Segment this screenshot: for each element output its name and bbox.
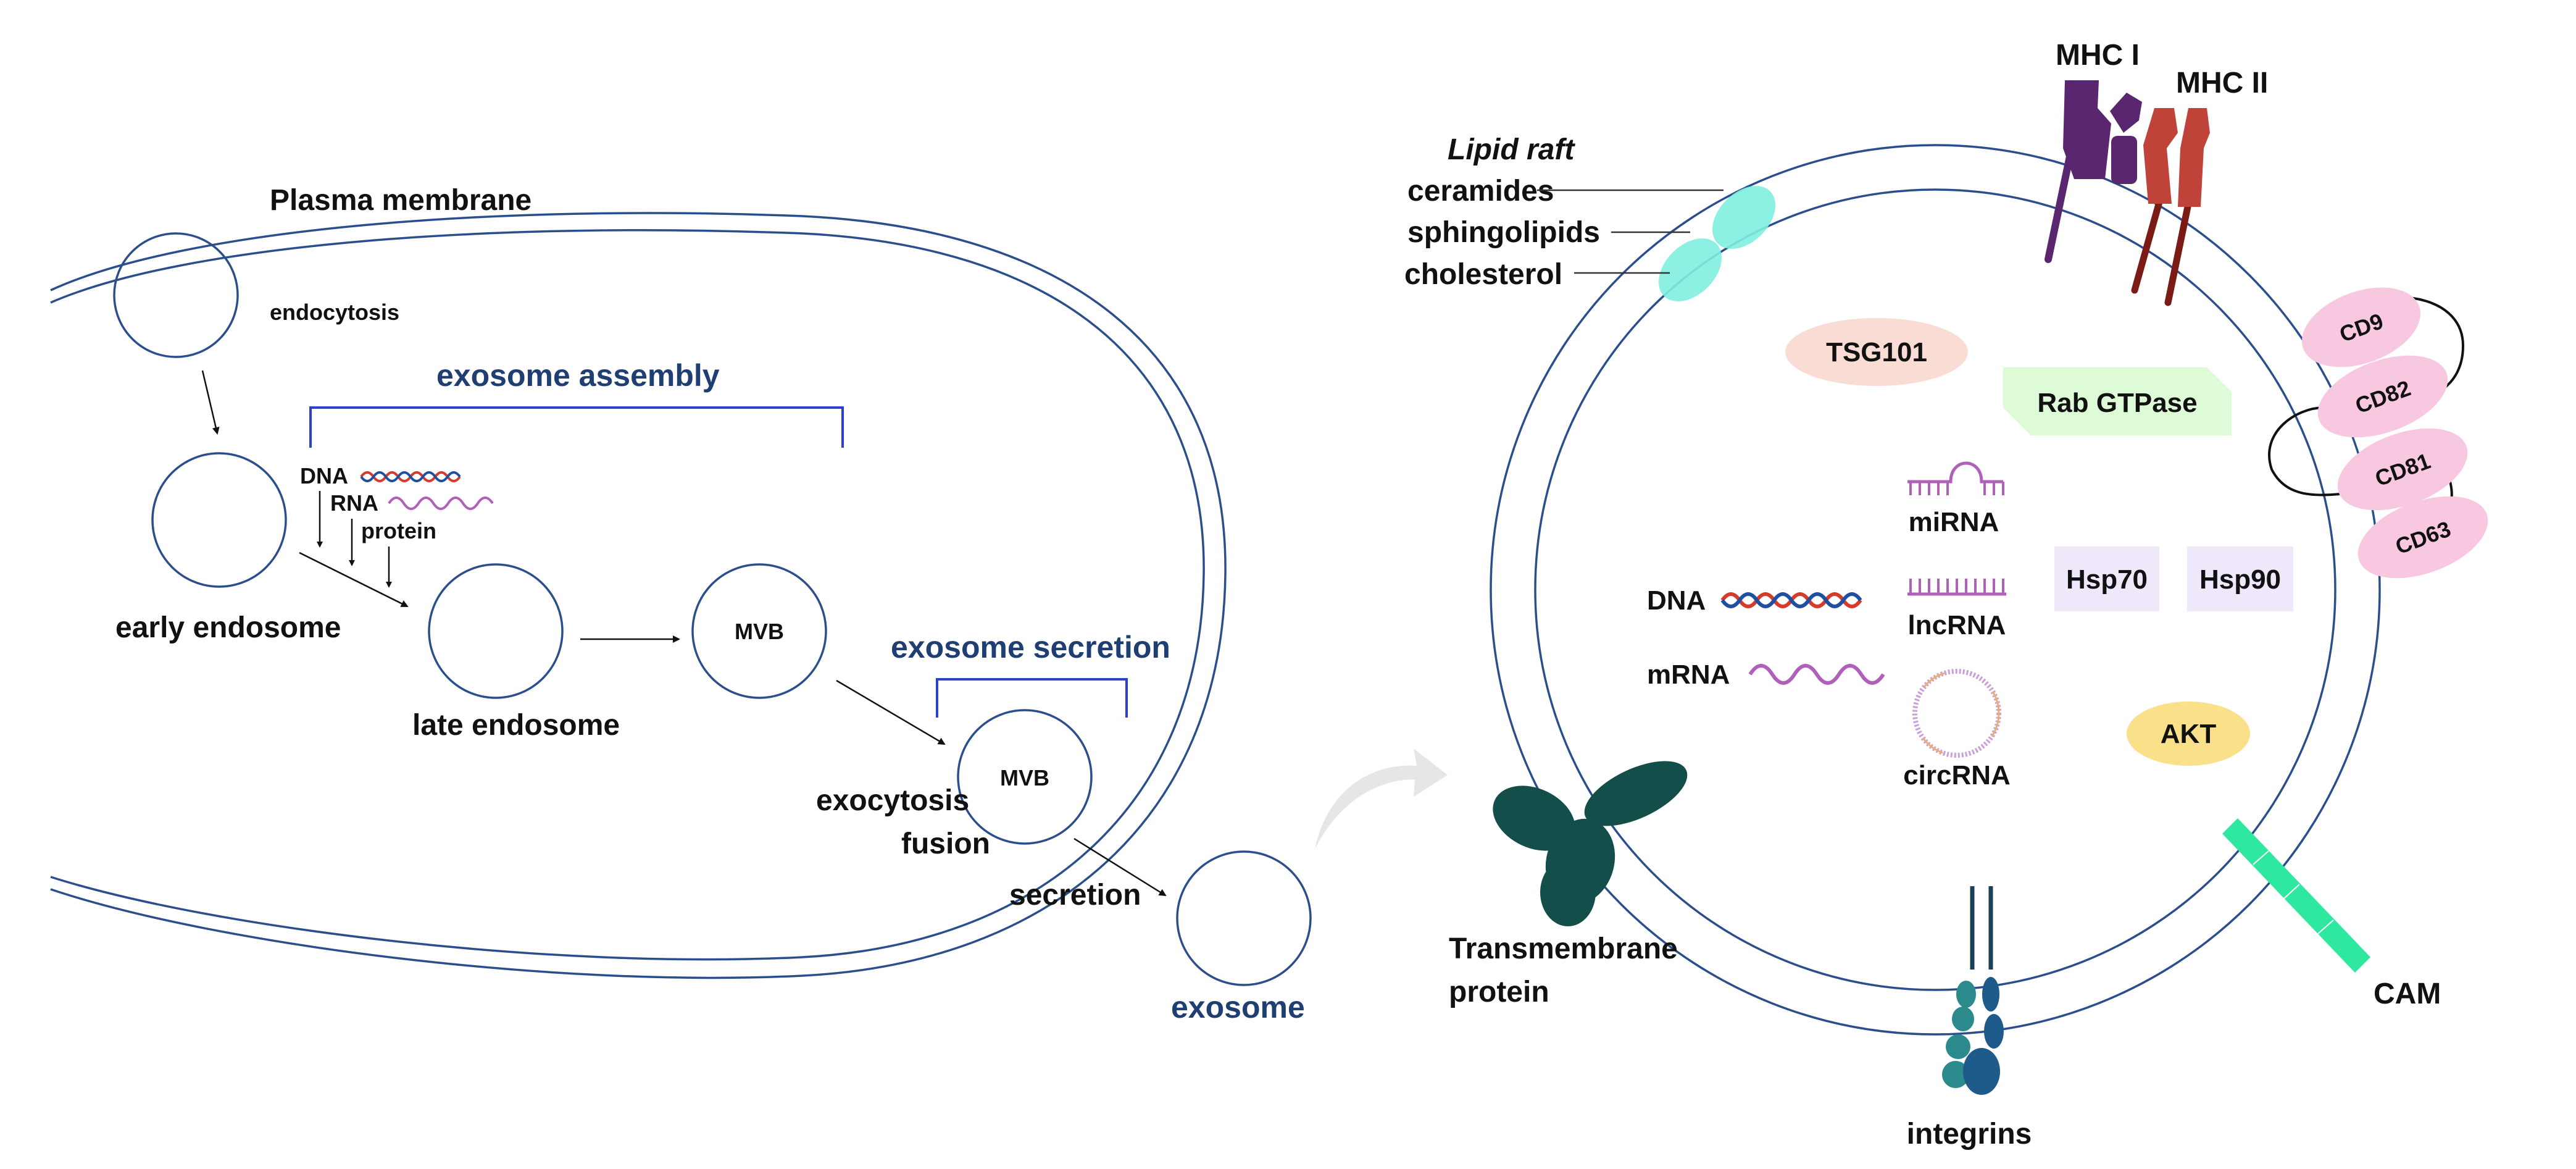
cell-plasma-membrane (50, 212, 1227, 979)
mvb-1 (691, 563, 827, 699)
circrna-label: circRNA (1903, 760, 2011, 790)
secretion-arrow (1073, 837, 1167, 897)
mhc2-icon (2131, 108, 2210, 306)
cd81-marker: CD81 (2337, 428, 2468, 511)
exosome-secretion-bracket (936, 678, 1128, 718)
cargo-rna-label: RNA (330, 490, 378, 516)
dna-helix-icon (1720, 592, 1862, 608)
cd63-marker: CD63 (2357, 496, 2488, 579)
mhc1-icon (2045, 80, 2142, 263)
tsg101-marker (1785, 318, 1968, 386)
late-endosome (428, 563, 564, 699)
mhc1-label: MHC I (2056, 39, 2140, 72)
mhc2-label: MHC II (2176, 67, 2268, 99)
cargo-protein-label: protein (361, 518, 436, 543)
hsp70-label: Hsp70 (2066, 564, 2148, 595)
hsp90-marker (2187, 547, 2293, 611)
mvb-2-label: MVB (1000, 765, 1049, 790)
lipid-raft-icon (1659, 186, 1775, 301)
mvb-2 (957, 709, 1093, 845)
mrna-label: mRNA (1647, 660, 1730, 690)
lncrna-label: lncRNA (1908, 610, 2006, 640)
exocytosis-label: exocytosis (816, 784, 969, 817)
cd9-marker: CD9 (2301, 287, 2421, 367)
exosome-outer-membrane (1490, 144, 2381, 1036)
integrins-label: integrins (1907, 1118, 2032, 1150)
early-endosome (151, 452, 287, 588)
tsg101-label: TSG101 (1826, 337, 1927, 367)
transmembrane-label-line1: Transmembrane (1449, 932, 1678, 965)
endocytosis-vesicle (113, 232, 239, 358)
mvb-to-secretion-arrow (836, 679, 946, 745)
dna-label: DNA (1647, 585, 1706, 616)
transmembrane-protein-icon (1493, 761, 1688, 926)
rab-gtpase-marker (2003, 367, 2232, 435)
cam-icon (2222, 818, 2370, 973)
cholesterol-label: cholesterol (1404, 258, 1562, 291)
early-to-late-arrow (299, 551, 409, 608)
ceramides-label: ceramides (1407, 175, 1554, 207)
exosome-secretion-label: exosome secretion (891, 630, 1170, 664)
mirna-icon (1907, 461, 2004, 495)
hsp90-label: Hsp90 (2199, 564, 2281, 595)
mvb-1-label: MVB (735, 619, 784, 644)
exosome-inner-membrane (1534, 188, 2336, 991)
circrna-accent (1914, 670, 2000, 756)
cam-label: CAM (2374, 978, 2441, 1010)
cd82-marker: CD82 (2317, 355, 2448, 438)
exosome-label: exosome (1171, 990, 1305, 1024)
transition-arrow-icon (1315, 748, 1448, 849)
early-endosome-label: early endosome (115, 611, 341, 644)
cargo-dna-label: DNA (300, 463, 348, 488)
cargo-rna-wave-icon (388, 497, 494, 510)
lipid-raft-label: Lipid raft (1448, 133, 1575, 166)
transmembrane-label-line2: protein (1449, 976, 1549, 1008)
akt-label: AKT (2161, 719, 2217, 749)
fusion-label: fusion (901, 828, 990, 860)
akt-marker (2127, 702, 2250, 766)
secretion-label: secretion (1009, 879, 1141, 911)
exosome-vesicle (1176, 850, 1312, 986)
rab-gtpase-label: Rab GTPase (2037, 388, 2197, 418)
exosome-assembly-bracket (309, 406, 844, 448)
exosome-assembly-label: exosome assembly (436, 358, 720, 393)
endocytosis-arrow (201, 370, 220, 435)
integrin-icon (1942, 886, 2004, 1095)
mirna-label: miRNA (1909, 507, 1999, 537)
cargo-dna-helix-icon (360, 471, 461, 482)
endocytosis-label: endocytosis (270, 300, 399, 325)
hsp70-marker (2054, 547, 2159, 611)
tetraspanin-loop-2 (2268, 406, 2340, 497)
sphingolipids-label: sphingolipids (1407, 216, 1600, 249)
lncrna-icon (1907, 579, 2006, 596)
late-endosome-label: late endosome (412, 709, 620, 742)
mrna-wave-icon (1748, 664, 1885, 685)
plasma-membrane-label: Plasma membrane (270, 184, 531, 217)
